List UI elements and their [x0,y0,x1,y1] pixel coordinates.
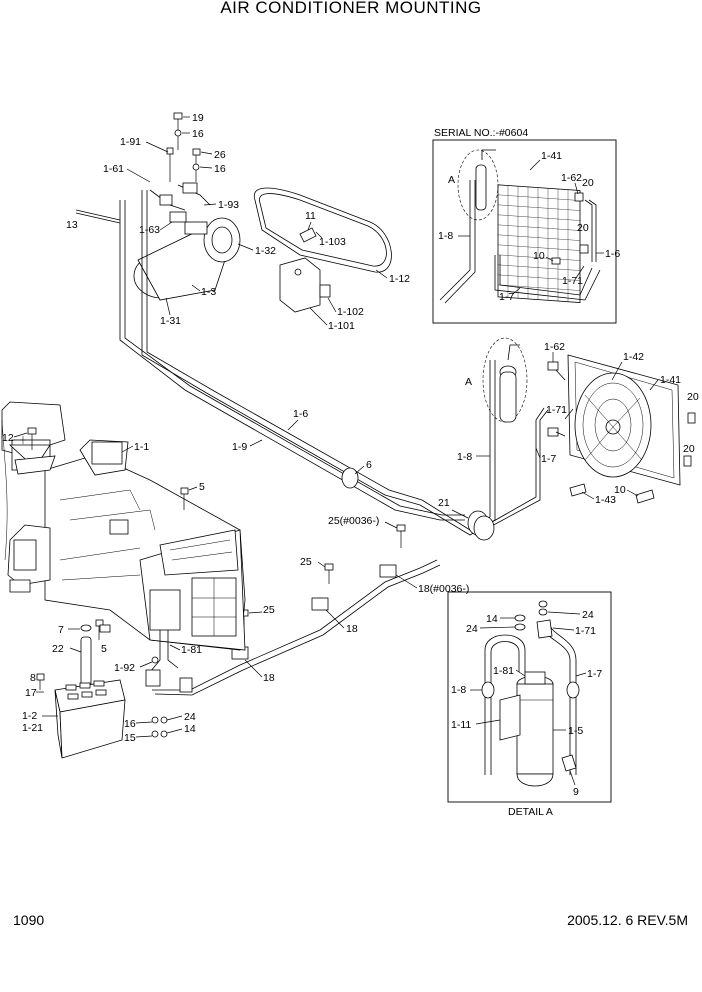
callout-12: 12 [2,432,14,444]
condenser-group: 1-62 1-42 1-41 A 20 1-71 20 1-8 1-7 10 1… [457,337,699,506]
callout-1-5-detail: 1-5 [568,725,583,737]
serial-note: SERIAL NO.:-#0604 [434,127,528,139]
callout-1-71-main: 1-71 [546,404,567,416]
callout-1-61: 1-61 [103,163,124,175]
callout-6: 6 [366,459,372,471]
callout-16-b: 16 [214,163,226,175]
callout-1-41-main: 1-41 [660,374,681,386]
hvac-unit: 12 1-1 5 5 1-81 [1,401,246,693]
serial-inset: SERIAL NO.:-#0604 1-41 A 1-62 20 20 1-8 … [432,127,620,324]
callout-8: 8 [30,672,36,684]
callout-1-8-inset: 1-8 [438,230,453,242]
callout-1-7-main: 1-7 [541,453,556,465]
callout-1-81: 1-81 [181,644,202,656]
callout-1-12: 1-12 [389,273,410,285]
callout-16-c: 16 [124,718,136,730]
callout-1-31: 1-31 [160,315,181,327]
callout-26: 26 [214,149,226,161]
callout-15: 15 [124,732,136,744]
callout-5-a: 5 [199,481,205,493]
compressor-group: 19 16 1-91 26 16 1-61 1-93 13 1-63 11 1-… [66,112,410,332]
callout-1-9: 1-9 [232,441,247,453]
callout-20-inset-b: 20 [577,222,589,234]
callout-19: 19 [192,112,204,124]
callout-1-8-main: 1-8 [457,451,472,463]
callout-24-a: 24 [184,711,196,723]
callout-24-detail-b: 24 [466,623,478,635]
callout-7: 7 [58,624,64,636]
callout-1-3: 1-3 [201,286,216,298]
callout-10-inset: 10 [533,250,545,262]
left-lower-parts: 7 22 1-92 8 17 1-2 1-21 16 15 24 14 [22,624,196,759]
callout-20-main-b: 20 [683,443,695,455]
callout-1-103: 1-103 [319,236,346,248]
callout-1-71-inset: 1-71 [562,275,583,287]
detail-a-label: DETAIL A [508,806,553,818]
callout-18-c: 18 [263,672,275,684]
callout-1-8-detail: 1-8 [451,684,466,696]
callout-1-91: 1-91 [120,136,141,148]
callout-1-62-inset: 1-62 [561,172,582,184]
callout-1-93: 1-93 [218,199,239,211]
callout-25-b: 25 [300,556,312,568]
callout-5-b: 5 [101,643,107,655]
callout-9-detail: 9 [573,786,579,798]
callout-16-a: 16 [192,128,204,140]
callout-a-inset: A [448,174,455,186]
callout-25-c: 25 [263,604,275,616]
callout-18-b: 18 [346,623,358,635]
detail-a-inset: 14 24 24 1-71 1-81 1-7 1-8 1-11 1-5 9 DE… [447,591,612,818]
callout-1-7-detail: 1-7 [587,668,602,680]
callout-14-detail: 14 [486,613,498,625]
callout-1-71-detail: 1-71 [575,625,596,637]
callout-1-43: 1-43 [595,494,616,506]
callout-1-6-inset: 1-6 [605,248,620,260]
callout-11: 11 [305,210,316,222]
callout-1-21: 1-21 [22,722,43,734]
callout-10-main: 10 [614,484,626,496]
callout-1-11-detail: 1-11 [451,719,471,731]
callout-20-main-a: 20 [687,391,699,403]
callout-1-1: 1-1 [134,441,149,453]
callout-1-41-inset: 1-41 [541,150,562,162]
callout-1-42: 1-42 [623,351,644,363]
callout-21: 21 [438,497,450,509]
callout-1-32: 1-32 [255,245,276,257]
callout-25-0036: 25(#0036-) [328,515,379,527]
callout-1-62-main: 1-62 [544,341,565,353]
callout-20-inset-a: 20 [582,177,594,189]
callout-24-detail-a: 24 [582,609,594,621]
callout-22: 22 [52,643,64,655]
page-number: 1090 [13,912,45,928]
callout-17: 17 [25,687,37,699]
callout-1-102: 1-102 [337,306,364,318]
callout-14-a: 14 [184,723,196,735]
callout-1-63: 1-63 [139,224,160,236]
revision-stamp: 2005.12. 6 REV.5M [567,912,688,928]
callout-1-2: 1-2 [22,710,37,722]
callout-1-81-detail: 1-81 [493,665,514,677]
callout-1-92: 1-92 [114,662,135,674]
callout-a-main: A [465,376,472,388]
callout-1-101: 1-101 [328,320,355,332]
callout-1-6-main: 1-6 [293,408,308,420]
callout-13: 13 [66,219,78,231]
callout-1-7-inset: 1-7 [499,291,514,303]
page-title: AIR CONDITIONER MOUNTING [220,0,482,17]
refrigerant-lines: 1-6 1-9 6 21 25(#0036-) 25 18(#0036-) 18… [119,190,549,696]
callout-18-0036: 18(#0036-) [418,583,469,595]
